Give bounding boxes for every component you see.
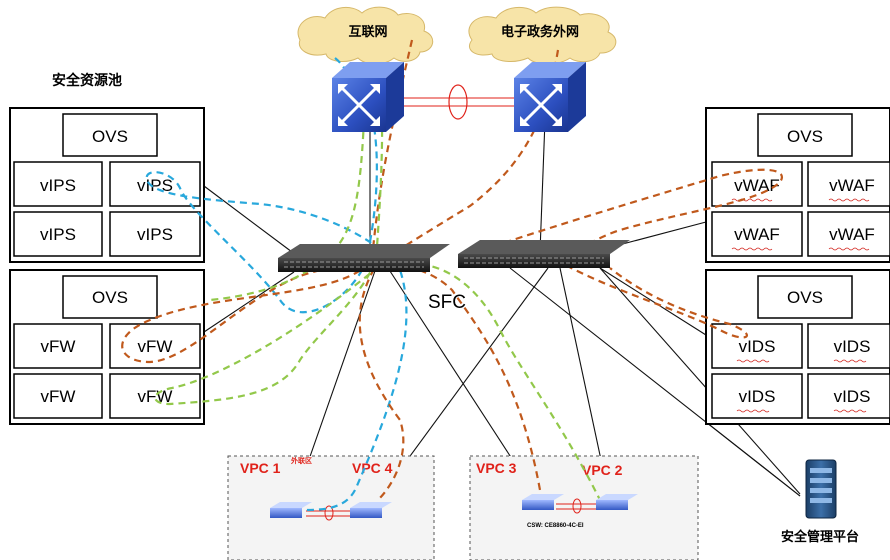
vwaf-label: vWAF — [829, 176, 875, 195]
router-internet-icon — [332, 62, 404, 132]
vids-label: vIDS — [739, 337, 776, 356]
pool-title: 安全资源池 — [52, 72, 122, 89]
router-interlink — [400, 84, 514, 120]
egov-label: 电子政务外网 — [501, 24, 579, 40]
vwaf-label: vWAF — [829, 225, 875, 244]
vwaf-box — [711, 161, 803, 207]
vids-label: vIDS — [834, 387, 871, 406]
vfw-box — [109, 323, 201, 369]
core-switch-left-icon — [278, 244, 450, 272]
vpc4-label: VPC 4 — [352, 460, 393, 476]
management-label: 安全管理平台 — [781, 529, 859, 545]
server-icon — [805, 459, 837, 519]
vips-label: vIPS — [137, 176, 173, 195]
vfw-label: vFW — [138, 337, 173, 356]
vips-label: vIPS — [137, 225, 173, 244]
vpc1-label: VPC 1 — [240, 460, 281, 476]
core-switch-right-icon — [458, 240, 630, 268]
vfw-box — [13, 323, 103, 369]
vips-label: vIPS — [40, 176, 76, 195]
vpc-region-right — [469, 455, 699, 560]
vfw-label: vFW — [41, 387, 76, 406]
vids-label: vIDS — [739, 387, 776, 406]
ovs-label: OVS — [92, 288, 128, 307]
vwaf-label: vWAF — [734, 225, 780, 244]
vfw-box — [109, 373, 201, 419]
vips-box — [13, 161, 103, 207]
ovs-box — [62, 113, 158, 157]
vwaf-box — [807, 161, 890, 207]
sfc-paths — [121, 39, 783, 512]
ovs-label: OVS — [787, 127, 823, 146]
vids-box — [807, 373, 890, 419]
vids-box — [807, 323, 890, 369]
vpc2-label: VPC 2 — [582, 462, 623, 478]
right-pool: OVS vWAF vWAF vWAF vWAF OVS vIDS vIDS vI… — [705, 107, 890, 425]
vwaf-label: vWAF — [734, 176, 780, 195]
vpc-switch-icon — [270, 502, 312, 518]
egov-cloud: 电子政务外网 — [468, 6, 617, 65]
vids-label: vIDS — [834, 337, 871, 356]
vips-box — [13, 211, 103, 257]
router-egov-icon — [514, 62, 586, 132]
vfw-label: vFW — [138, 387, 173, 406]
vpc-switch-icon — [350, 502, 392, 518]
left-pool: OVS vIPS vIPS vIPS vIPS OVS vFW vFW vFW … — [9, 107, 205, 425]
vfw-box — [13, 373, 103, 419]
internet-label: 互联网 — [348, 25, 387, 40]
vpc-switch-icon — [596, 494, 638, 510]
vpc-switch-icon — [522, 494, 564, 510]
ovs-box — [757, 113, 853, 157]
ovs-box — [62, 275, 158, 319]
vpc3-label: VPC 3 — [476, 460, 517, 476]
csw-label: CSW: CE8860-4C-EI — [527, 523, 584, 529]
vpc-regions: VPC 1 外联区 VPC 4 VPC 3 VPC 2 CSW: CE8860-… — [227, 455, 699, 560]
ovs-label: OVS — [787, 288, 823, 307]
vfw-label: vFW — [41, 337, 76, 356]
ovs-label: OVS — [92, 127, 128, 146]
vips-box — [109, 211, 201, 257]
vips-label: vIPS — [40, 225, 76, 244]
ovs-box — [757, 275, 853, 319]
sfc-label: SFC — [428, 292, 466, 313]
internet-cloud: 互联网 — [297, 6, 434, 65]
zone-note: 外联区 — [291, 456, 312, 465]
